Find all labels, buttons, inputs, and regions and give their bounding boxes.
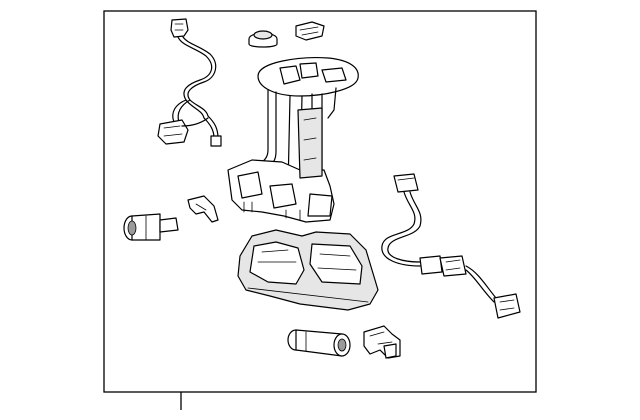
housing-icon <box>237 229 379 311</box>
lock-clip-icon <box>363 325 401 359</box>
pump-module-icon <box>227 57 359 223</box>
sending-unit-wire-harness-icon <box>157 18 222 147</box>
pump-icon <box>287 329 351 357</box>
bracket-icon <box>187 195 219 223</box>
diagram-frame <box>103 10 537 410</box>
filter-icon <box>123 213 179 241</box>
pump-wire-harness-icon <box>381 173 521 319</box>
clip-icon <box>295 21 325 41</box>
grommet-icon <box>248 30 278 48</box>
